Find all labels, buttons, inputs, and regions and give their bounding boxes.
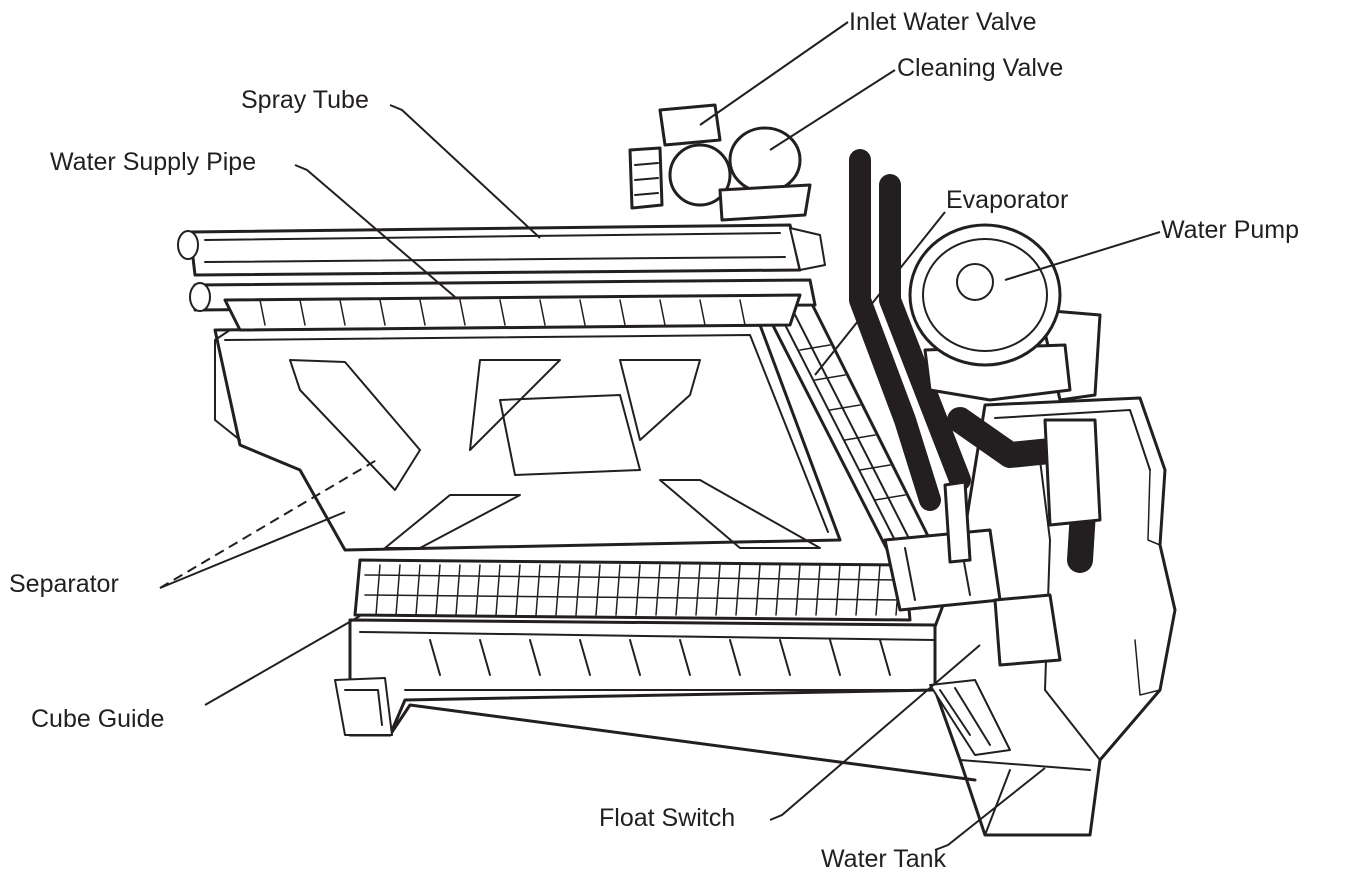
leader-water-tank — [934, 767, 1046, 851]
water-pump — [908, 223, 1102, 527]
leader-evaporator — [814, 211, 946, 376]
inlet-water-valve — [628, 103, 732, 210]
leader-float-switch — [769, 644, 981, 821]
leader-separator-hidden — [159, 457, 381, 589]
cleaning-valve — [718, 126, 812, 222]
label-float-switch: Float Switch — [599, 804, 736, 832]
float-switch — [883, 480, 1062, 667]
cube-comb — [353, 558, 912, 622]
spray-tube — [177, 223, 826, 277]
label-water-supply-pipe: Water Supply Pipe — [50, 148, 257, 176]
leader-inlet-water-valve — [699, 21, 849, 126]
label-water-pump: Water Pump — [1161, 216, 1300, 244]
label-cleaning-valve: Cleaning Valve — [897, 54, 1064, 82]
tray-fins — [429, 639, 891, 676]
label-water-tank: Water Tank — [821, 845, 947, 873]
label-spray-tube: Spray Tube — [241, 86, 369, 114]
cube-guide-tray — [334, 618, 1011, 782]
label-inlet-water-valve: Inlet Water Valve — [849, 8, 1037, 36]
leader-cube-guide — [204, 615, 361, 706]
leader-water-supply-pipe — [294, 164, 456, 298]
label-separator: Separator — [9, 570, 119, 598]
leader-spray-tube — [389, 104, 541, 239]
leader-lines — [159, 21, 1161, 851]
water-supply-pipe — [189, 278, 817, 332]
leader-water-pump — [1004, 231, 1161, 281]
leader-separator — [159, 511, 346, 589]
separator-plate — [213, 323, 842, 552]
label-cube-guide: Cube Guide — [31, 705, 165, 733]
label-evaporator: Evaporator — [946, 186, 1069, 214]
leader-cleaning-valve — [769, 69, 896, 151]
